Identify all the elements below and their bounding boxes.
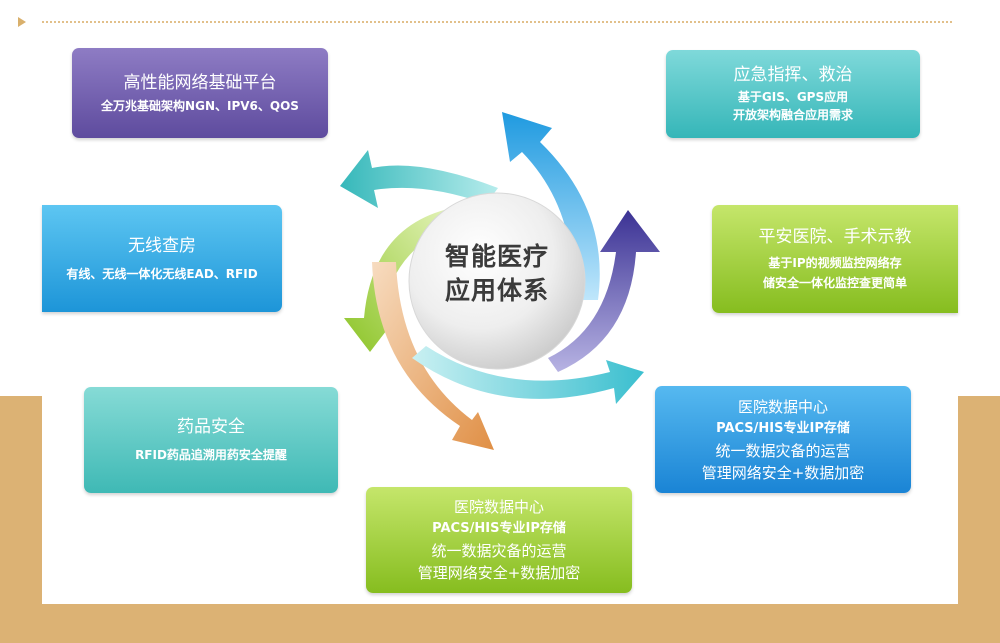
center-label: 智能医疗 应用体系 [422, 240, 572, 308]
node-safe-hospital: 平安医院、手术示教 基于IP的视频监控网络存 储安全一体化监控查更简单 [712, 205, 958, 313]
node-wireless-ward: 无线查房 有线、无线一体化无线EAD、RFID [42, 205, 282, 312]
node-line-2: 统一数据灾备的运营 [431, 542, 567, 560]
node-line-1: PACS/HIS专业IP存储 [432, 521, 566, 536]
node-network-platform: 高性能网络基础平台 全万兆基础架构NGN、IPV6、QOS [72, 48, 328, 138]
node-title: 药品安全 [177, 417, 245, 437]
node-line-3: 管理网络安全+数据加密 [701, 463, 865, 482]
arrow-orange [372, 262, 494, 450]
node-title: 高性能网络基础平台 [123, 72, 277, 93]
center-line-1: 智能医疗 [444, 242, 549, 271]
center-sphere [408, 192, 586, 370]
node-title: 医院数据中心 [737, 397, 828, 416]
node-line-1: 基于GIS、GPS应用 [737, 90, 849, 104]
node-line-2: 统一数据灾备的运营 [715, 441, 851, 460]
node-emergency: 应急指挥、救治 基于GIS、GPS应用 开放架构融合应用需求 [666, 50, 920, 138]
node-drug-safety: 药品安全 RFID药品追溯用药安全提醒 [84, 387, 338, 493]
node-line-3: 管理网络安全+数据加密 [417, 564, 581, 582]
node-line-2: 开放架构融合应用需求 [732, 108, 853, 122]
node-subtitle: 有线、无线一体化无线EAD、RFID [66, 266, 258, 281]
bullet-diamond-icon [18, 17, 26, 27]
node-title: 无线查房 [128, 235, 196, 256]
node-line-2: 储安全一体化监控查更简单 [762, 276, 907, 290]
center-line-2: 应用体系 [444, 276, 549, 305]
node-line-1: PACS/HIS专业IP存储 [716, 420, 850, 436]
arrow-cyan [412, 346, 644, 404]
arrow-green [344, 208, 460, 352]
node-title: 医院数据中心 [453, 498, 544, 516]
node-line-1: 基于IP的视频监控网络存 [768, 256, 902, 270]
arrow-teal [340, 150, 498, 208]
node-subtitle: 全万兆基础架构NGN、IPV6、QOS [101, 98, 299, 113]
node-data-center-bottom: 医院数据中心 PACS/HIS专业IP存储 统一数据灾备的运营 管理网络安全+数… [366, 487, 632, 593]
node-data-center-right: 医院数据中心 PACS/HIS专业IP存储 统一数据灾备的运营 管理网络安全+数… [655, 386, 911, 493]
node-subtitle: RFID药品追溯用药安全提醒 [135, 448, 287, 462]
arrow-navy [548, 210, 660, 372]
node-title: 平安医院、手术示教 [758, 227, 912, 247]
dotted-divider [42, 21, 952, 23]
node-title: 应急指挥、救治 [733, 65, 853, 85]
